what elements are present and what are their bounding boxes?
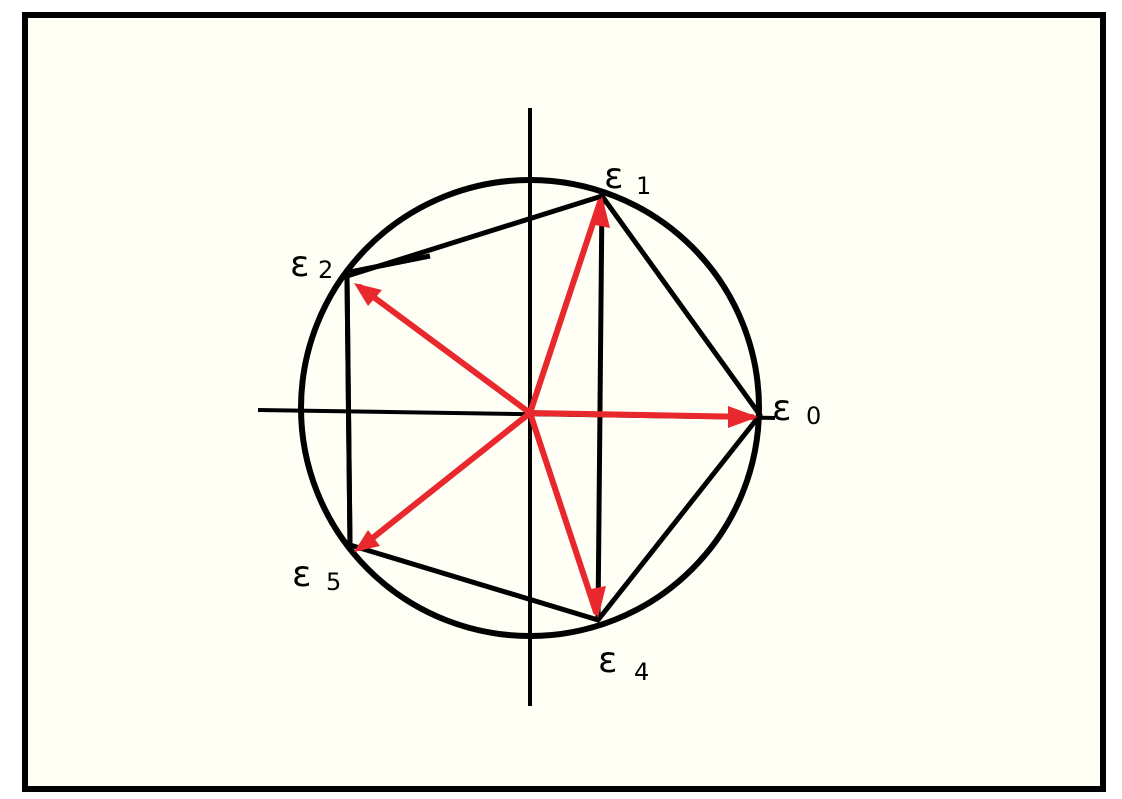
label-e0: ε [772, 388, 791, 429]
circle [298, 177, 762, 639]
chord-e2-tick [349, 253, 431, 275]
vectors [357, 199, 755, 615]
label-e0-index: 0 [806, 402, 821, 430]
vector-e0 [527, 410, 755, 420]
vector-e2 [357, 284, 533, 416]
label-e5: ε [292, 554, 311, 595]
chord-e1-e4 [595, 195, 605, 621]
vector-e4 [527, 410, 599, 615]
picture-frame [22, 12, 1106, 792]
label-e4-index: 4 [634, 658, 649, 686]
arrowhead-e4 [586, 586, 606, 618]
label-e5-index: 5 [326, 568, 341, 596]
arrowhead-e5 [354, 530, 380, 552]
label-e1-index: 1 [636, 172, 651, 200]
arrowheads [354, 196, 758, 618]
arrowhead-e0 [728, 406, 758, 428]
vector-e5 [357, 410, 533, 551]
label-e2: ε [290, 244, 309, 285]
arrowhead-e1 [590, 196, 610, 228]
label-e4: ε [598, 640, 617, 681]
chord-e2-e5 [344, 275, 353, 546]
label-e2-index: 2 [318, 256, 333, 284]
vector-e1 [527, 199, 603, 416]
label-e1: ε [604, 156, 623, 197]
arrowhead-e2 [354, 283, 382, 306]
